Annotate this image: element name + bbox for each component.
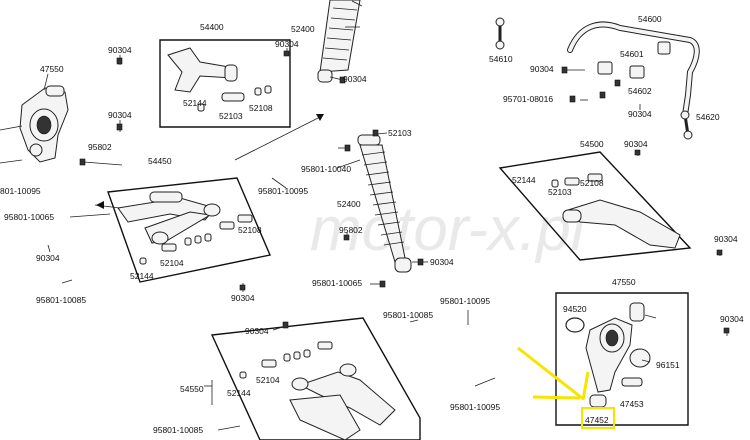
upper-arm-kit-box [498,151,692,261]
label-54610: 54610 [489,54,513,64]
label-52144-d: 52144 [227,388,251,398]
upper-arm-inset-part [167,47,272,112]
knuckle-kit-box [555,292,689,426]
lower-a-arm-bottom-part [289,363,396,440]
label-95801-10095-b: 95801-10095 [258,186,308,196]
label-95801-10095-d: 95801-10095 [450,402,500,412]
label-95801-10065-a: 95801-10065 [4,212,54,222]
label-95802-b: 95802 [339,225,363,235]
label-90304-g: 90304 [430,257,454,267]
label-90304-b: 90304 [108,110,132,120]
label-90304-f: 90304 [343,74,367,84]
label-52103-a: 52103 [219,111,243,121]
label-52108-b: 52108 [249,103,273,113]
label-47452: 47452 [585,415,609,425]
label-95801-10085-b: 95801-10085 [383,310,433,320]
label-54620: 54620 [696,112,720,122]
label-94520: 94520 [563,304,587,314]
highlight-arrows [517,346,615,429]
label-90304-m: 90304 [245,326,269,336]
label-90304-e: 90304 [275,39,299,49]
label-47550-right: 47550 [612,277,636,287]
stabilizer-bar-part [567,21,700,118]
rear-shock-top-part [317,0,361,83]
label-90304-l: 90304 [720,314,744,324]
label-52108-c: 52108 [580,178,604,188]
watermark-text: motor-x.pl [310,195,587,264]
label-52103-b: 52103 [388,128,412,138]
label-95801-10065-b: 95801-10065 [312,278,362,288]
label-54500: 54500 [580,139,604,149]
bushings-bottom [239,341,333,379]
upper-a-arm-right-part [562,199,681,249]
label-95801-10085-a: 95801-10085 [36,295,86,305]
lower-arm-kit-box [107,177,271,283]
label-90304-d: 90304 [231,293,255,303]
label-90304-c: 90304 [36,253,60,263]
label-95801-10095-c: 95801-10095 [440,296,490,306]
upper-arm-inset-box [159,39,291,128]
label-90304-a: 90304 [108,45,132,55]
stabilizer-link-right-part [680,110,693,140]
knuckle-left-part [19,85,69,163]
shock-absorber-part [357,134,412,273]
label-90304-j: 90304 [624,139,648,149]
label-95801-10040: 95801-10040 [301,164,351,174]
label-52144-a: 52144 [130,271,154,281]
label-52108-a: 52108 [238,225,262,235]
label-90304-h: 90304 [530,64,554,74]
stabilizer-link-left-part [495,17,505,50]
lower-a-arm-part [117,191,221,245]
label-54450: 54450 [148,156,172,166]
label-96151: 96151 [656,360,680,370]
label-52144-c: 52144 [512,175,536,185]
knuckle-right-part [565,302,651,408]
label-47453: 47453 [620,399,644,409]
label-54400: 54400 [200,22,224,32]
label-47550-left: 47550 [40,64,64,74]
label-52400-top: 52400 [291,24,315,34]
label-95801-10085-c: 95801-10085 [153,425,203,435]
label-54600: 54600 [638,14,662,24]
lower-arm-right-kit-box [210,317,421,440]
label-95701-08016: 95701-08016 [503,94,553,104]
label-52144-b: 52144 [183,98,207,108]
label-95801-10095-a: 801-10095 [0,186,41,196]
label-52104-b: 52104 [256,375,280,385]
label-54550: 54550 [180,384,204,394]
label-54602: 54602 [628,86,652,96]
label-52104-a: 52104 [160,258,184,268]
label-95802: 95802 [88,142,112,152]
label-90304-i: 90304 [628,109,652,119]
label-90304-k: 90304 [714,234,738,244]
label-54601: 54601 [620,49,644,59]
label-52400-front: 52400 [337,199,361,209]
label-52103-c: 52103 [548,187,572,197]
bushings-left [139,214,253,265]
